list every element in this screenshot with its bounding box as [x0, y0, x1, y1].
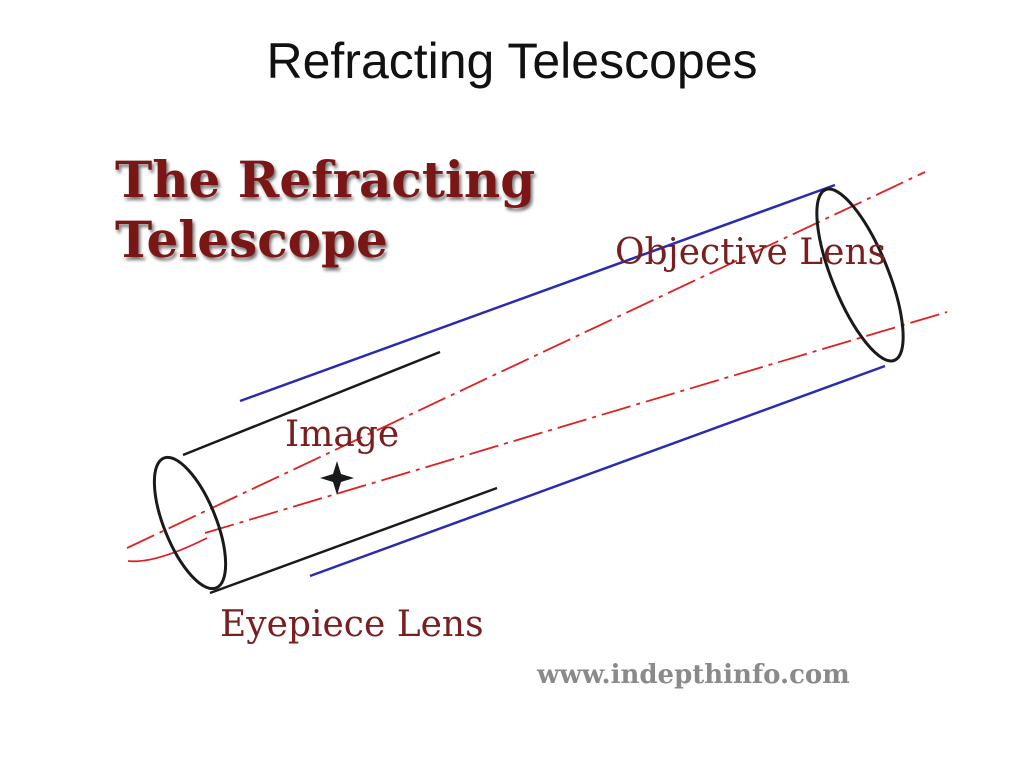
light-ray-lower: [204, 311, 948, 534]
star-icon: [320, 461, 354, 495]
objective-lens: [815, 187, 905, 363]
objective-lens-label: Objective Lens: [615, 232, 887, 273]
eyepiece-lens-label: Eyepiece Lens: [220, 604, 484, 645]
light-ray-exit: [127, 537, 208, 563]
slide-title: Refracting Telescopes: [266, 33, 758, 89]
source-credit: www.indepthinfo.com: [537, 660, 850, 690]
eyepiece-tube-bottom-edge: [209, 486, 498, 595]
eyepiece-tube-top-edge: [182, 350, 441, 457]
eyepiece-lens: [152, 455, 228, 591]
telescope-diagram: The Refracting Telescope Objective Lens …: [95, 138, 955, 698]
light-ray-upper: [126, 171, 926, 549]
image-label: Image: [285, 414, 400, 455]
diagram-heading: The Refracting Telescope: [115, 150, 536, 269]
objective-tube-top-edge: [239, 183, 836, 403]
telescope-drawing: [126, 171, 948, 595]
objective-tube-bottom-edge: [309, 364, 886, 578]
